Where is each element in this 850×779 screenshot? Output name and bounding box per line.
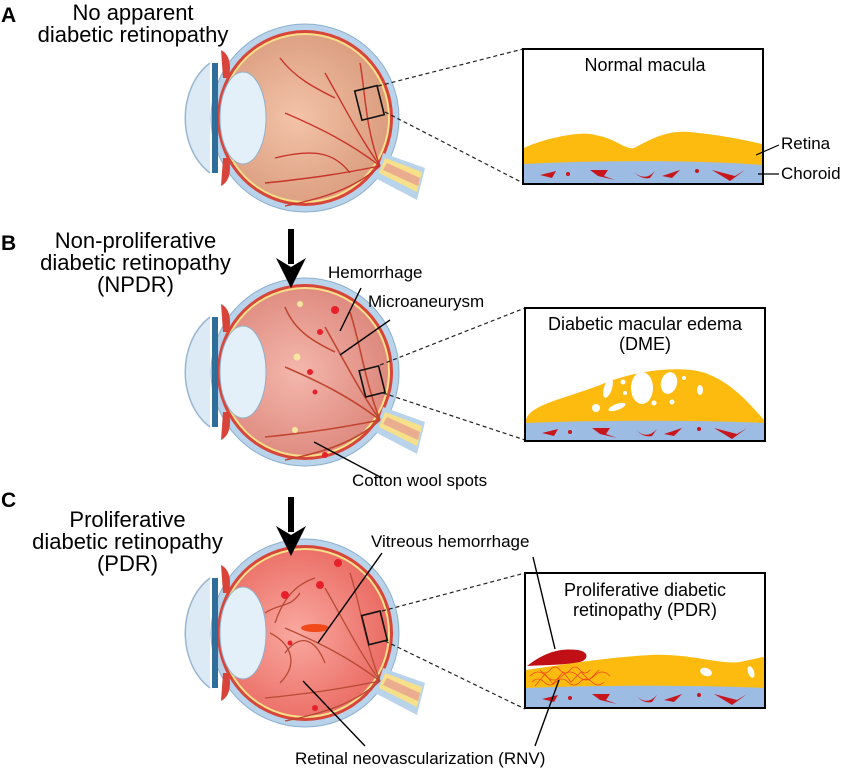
progression-arrow-1 [276,229,306,288]
stage-title-b: Non-proliferative diabetic retinopathy (… [28,230,243,296]
inset-dme [524,307,766,442]
stage-title-b-line2: diabetic retinopathy [40,250,231,275]
choroid-layer [524,161,762,183]
inset-normal-macula [522,48,780,185]
stage-title-b-line1: Non-proliferative [54,228,217,253]
label-microaneurysm: Microaneurysm [368,292,485,311]
inset-title-b: Diabetic macular edema (DME) [525,314,765,354]
choroid-vessels [542,427,747,439]
retinal-vessels [264,306,381,461]
eye-pdr [185,539,425,727]
choroid-vessels [542,693,747,705]
zoom-lines [377,48,526,710]
inset-title-c-line1: Proliferative diabetic [563,580,727,600]
label-retinal-neovascularization: Retinal neovascularization (RNV) [295,749,546,768]
neovascularization-network [529,666,611,687]
retina-layer [526,654,764,690]
stage-title-c-line1: Proliferative [69,507,186,532]
label-retina: Retina [781,134,831,153]
vitreous-hemorrhage-inset [527,649,587,666]
hemorrhage-spots [307,306,339,458]
stage-title-a-line1: No apparent [72,0,194,25]
panel-letter-b: B [1,232,17,255]
label-cotton-wool-spots: Cotton wool spots [352,471,488,490]
inset-title-a: Normal macula [525,55,765,75]
inset-title-b-line2: (DME) [619,334,671,354]
macula-marker-b [358,364,387,398]
stage-title-b-line3: (NPDR) [97,272,174,297]
inset-title-b-line1: Diabetic macular edema [547,314,743,334]
edema-fluid-pockets [592,372,703,412]
macula-marker-c [360,610,389,646]
vitreous-hemorrhage-blot [301,624,329,632]
inset-title-c-line2: retinopathy (PDR) [572,600,718,620]
stage-title-a-line2: diabetic retinopathy [37,22,229,47]
stage-title-a: No apparent diabetic retinopathy [28,2,238,46]
hemorrhage-spots [281,559,342,711]
cotton-wool-spots [292,301,303,433]
choroid-layer [526,420,764,440]
inset-title-c: Proliferative diabetic retinopathy (PDR) [525,580,765,620]
retina-layer [524,131,762,166]
leader-lines [302,287,560,747]
inset-title-a-line1: Normal macula [584,55,706,75]
choroid-vessels [540,169,745,181]
panel-letter-a: A [1,4,17,27]
label-hemorrhage: Hemorrhage [328,263,423,282]
macula-marker-a [353,84,386,122]
retinal-vessels [264,57,381,207]
eye-normal [185,24,425,212]
retinal-vessels [264,572,381,722]
label-vitreous-hemorrhage: Vitreous hemorrhage [371,532,530,551]
progression-arrow-2 [276,497,306,556]
choroid-layer [526,685,764,707]
inset-pdr [524,572,766,709]
stage-title-c-line3: (PDR) [96,551,159,576]
stage-title-c: Proliferative diabetic retinopathy (PDR) [20,509,235,575]
eye-npdr [185,278,425,466]
stage-title-c-line2: diabetic retinopathy [32,529,223,554]
label-choroid: Choroid [781,164,841,183]
panel-letter-c: C [1,489,17,512]
